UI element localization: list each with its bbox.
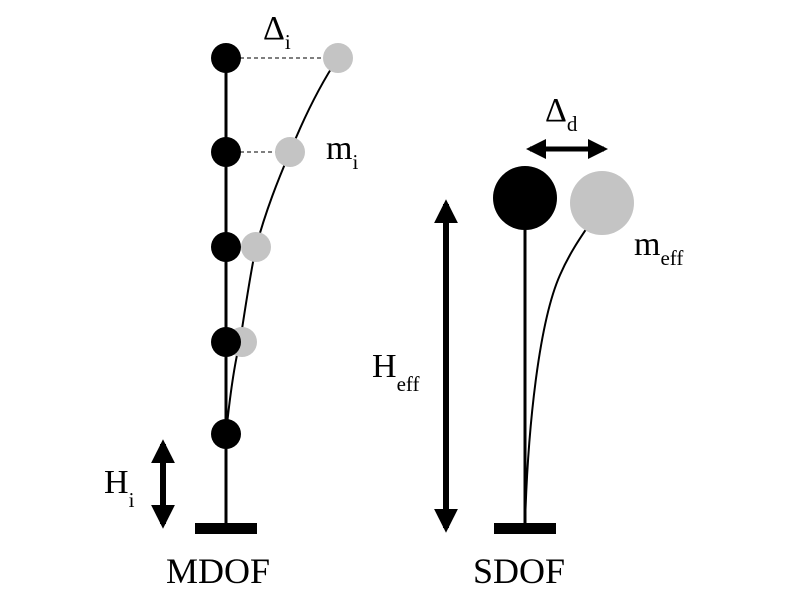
mdof-height-subscript: i [128,488,135,512]
mdof-mass-5 [211,43,241,73]
mdof-displaced-mass-4 [275,137,305,167]
sdof-displacement-symbol: Δ [545,92,567,129]
mdof-mass-label: mi [326,132,358,173]
sdof-displacement-label: Δd [545,94,577,135]
mdof-caption: MDOF [166,551,271,591]
mdof-height-label: Hi [104,466,134,511]
mdof-height-symbol: H [104,464,129,501]
sdof-model [434,139,634,534]
mdof-displaced-mass-3 [241,232,271,262]
sdof-mass-symbol: m [634,226,661,263]
sdof-caption: SDOF [473,551,566,591]
mdof-displaced-mass-5 [323,43,353,73]
mdof-base [195,523,257,534]
mdof-displacement-label: Δi [263,12,291,53]
mdof-mass-4 [211,137,241,167]
sdof-height-subscript: eff [396,372,420,396]
sdof-height-symbol: H [372,348,397,385]
mdof-mass-symbol: m [326,130,353,167]
sdof-height-label: Heff [372,350,420,395]
mdof-displacement-symbol: Δ [263,10,285,47]
sdof-base [494,523,556,534]
sdof-displacement-subscript: d [566,112,578,136]
mdof-model [151,43,353,534]
sdof-mass-subscript: eff [660,246,684,270]
sdof-deflected-shape [524,204,603,526]
mdof-displacement-subscript: i [284,30,291,54]
mdof-mass-1 [211,419,241,449]
sdof-mass-label: meff [634,228,683,269]
sdof-mass [493,166,557,230]
sdof-displaced-mass [570,171,634,235]
mdof-mass-2 [211,327,241,357]
mdof-mass-3 [211,232,241,262]
mdof-mass-subscript: i [352,150,359,174]
